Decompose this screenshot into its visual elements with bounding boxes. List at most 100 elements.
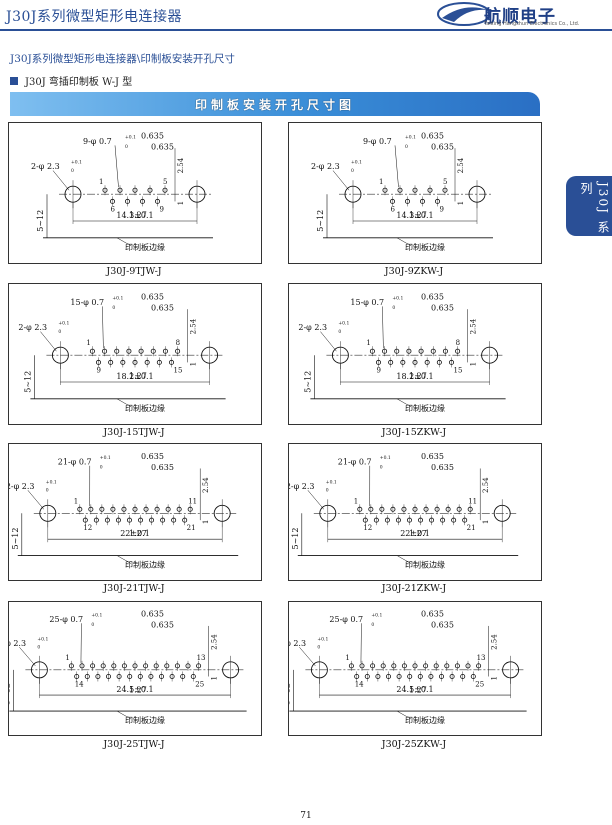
- width-label: 18.2±0.1: [396, 372, 433, 381]
- leader-line: [116, 710, 132, 720]
- hole-count-label: 15-φ 0.7: [70, 298, 104, 307]
- tolerance-upper: +0.1: [326, 479, 337, 485]
- mount-hole-label: 2-φ 2.3: [289, 639, 306, 648]
- board-edge-label: 印制板边缘: [125, 560, 165, 570]
- tolerance-lower: 0: [100, 464, 103, 470]
- hole-count-label: 21-φ 0.7: [58, 457, 92, 466]
- pin-number: 1: [74, 497, 78, 505]
- tolerance-lower: 0: [371, 622, 374, 628]
- pitch-label: 1.27: [129, 210, 147, 219]
- leader-line: [19, 647, 36, 667]
- hole-count-label: 25-φ 0.7: [49, 615, 83, 624]
- drawing-caption: J30J-9ZKW-J: [384, 266, 444, 277]
- pitch-label: 1.27: [409, 371, 427, 380]
- edge-distance-label: 5~12: [11, 528, 20, 550]
- pitch-label: 0.635: [151, 143, 174, 152]
- drawing-caption: J30J-25ZKW-J: [381, 739, 447, 750]
- pitch-label: 1.27: [129, 371, 147, 380]
- width-label: 14.3±0.1: [396, 211, 433, 220]
- pitch-label: 0.635: [141, 452, 164, 461]
- pin-number: 1: [99, 178, 103, 186]
- edge-marker-label: 1: [470, 362, 478, 366]
- tolerance-upper: +0.1: [392, 295, 403, 301]
- pin-number: 1: [366, 339, 370, 347]
- banner-title: 印制板安装开孔尺寸图: [194, 98, 355, 112]
- pin-number: 6: [111, 205, 116, 213]
- tolerance-lower: 0: [351, 168, 354, 174]
- pin-number: 9: [96, 366, 100, 374]
- pitch-label: 1.27: [409, 210, 427, 219]
- drawing-caption: J30J-25TJW-J: [103, 739, 165, 750]
- hole-count-label: 25-φ 0.7: [329, 615, 363, 624]
- tolerance-upper: +0.1: [371, 613, 382, 619]
- pitch-label: 0.635: [141, 292, 164, 301]
- edge-distance-label: 5~12: [9, 683, 11, 705]
- edge-marker-label: 1: [457, 201, 465, 205]
- pin-number: 12: [83, 524, 92, 532]
- pitch-label: 0.635: [421, 610, 444, 619]
- pitch-label: 1.27: [129, 685, 147, 694]
- pin-number: 1: [354, 497, 358, 505]
- width-label: 24.5±0.1: [116, 685, 153, 694]
- tolerance-lower: 0: [91, 622, 94, 628]
- tolerance-lower: 0: [112, 305, 115, 311]
- tolerance-upper: +0.1: [338, 321, 349, 327]
- pitch-label: 0.635: [421, 452, 444, 461]
- pin-number: 11: [468, 497, 477, 505]
- leader-line: [116, 398, 132, 408]
- tolerance-lower: 0: [58, 329, 61, 335]
- pin-number: 25: [195, 680, 204, 688]
- pin-number: 15: [174, 366, 183, 374]
- tolerance-upper: +0.1: [46, 479, 57, 485]
- pin-number: 5: [443, 178, 447, 186]
- board-edge-label: 印制板边缘: [405, 715, 445, 725]
- edge-marker-label: 1: [202, 520, 210, 524]
- side-tab-label: J30J 系列: [579, 182, 610, 235]
- pin-number: 1: [65, 654, 69, 662]
- pitch-label: 0.635: [421, 292, 444, 301]
- edge-distance-label: 5~12: [291, 528, 300, 550]
- leader-line: [396, 555, 412, 564]
- drawing-caption: J30J-15ZKW-J: [381, 427, 447, 438]
- mount-hole-label: 2-φ 2.3: [18, 323, 47, 332]
- side-tab: J30J 系列: [566, 176, 612, 236]
- pin-number: 13: [477, 654, 486, 662]
- pitch-label: 0.635: [431, 463, 454, 472]
- tolerance-upper: +0.1: [37, 637, 48, 643]
- pitch-label: 0.635: [151, 463, 174, 472]
- edge-distance-label: 5~12: [289, 683, 291, 705]
- pitch-label-vertical: 2.54: [190, 318, 198, 334]
- pin-number: 8: [456, 339, 460, 347]
- tolerance-lower: 0: [46, 488, 49, 494]
- leader-line: [27, 490, 44, 510]
- edge-marker-label: 1: [211, 676, 219, 680]
- mount-hole-label: 2-φ 2.3: [298, 323, 327, 332]
- pin-number: 8: [176, 339, 180, 347]
- leader-line: [116, 555, 132, 564]
- hole-count-label: 9-φ 0.7: [83, 137, 112, 146]
- tolerance-upper: +0.1: [100, 455, 111, 461]
- logo-swoosh-icon: [437, 2, 491, 26]
- hole-count-label: 21-φ 0.7: [338, 457, 372, 466]
- edge-marker-label: 1: [491, 676, 499, 680]
- mount-hole-label: 2-φ 2.3: [9, 639, 26, 648]
- mount-hole-label: 2-φ 2.3: [31, 162, 60, 171]
- board-edge-label: 印制板边缘: [405, 403, 445, 413]
- width-label: 14.3±0.1: [116, 211, 153, 220]
- leader-line: [396, 237, 412, 247]
- company-logo: [434, 0, 612, 28]
- leader-line: [102, 306, 104, 349]
- pitch-label-vertical: 2.54: [470, 318, 478, 334]
- document-title: J30J系列微型矩形电连接器: [6, 9, 183, 25]
- board-edge-label: 印制板边缘: [405, 242, 445, 252]
- header-rule: [0, 29, 612, 31]
- pin-number: 21: [187, 524, 196, 532]
- mount-hole-label: 2-φ 2.3: [311, 162, 340, 171]
